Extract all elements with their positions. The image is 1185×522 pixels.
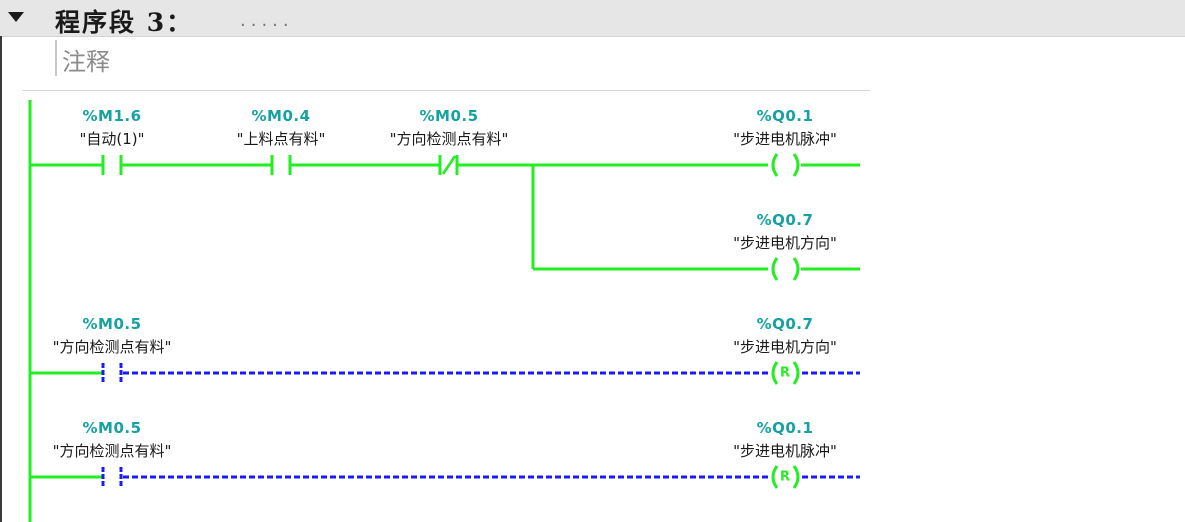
coil-address: %Q0.1 [756, 419, 814, 437]
network-title-placeholder[interactable]: ..... [240, 10, 294, 31]
collapse-triangle-icon[interactable] [8, 12, 24, 22]
contact-no-m0-5-rung2[interactable] [101, 363, 123, 383]
editor-left-border [0, 36, 2, 522]
contact-symbol: "方向检测点有料" [389, 130, 509, 148]
contact-no-m0-5-rung3[interactable] [101, 467, 123, 487]
reset-coil-label: R [779, 469, 791, 485]
network-title: 程序段 3： [55, 8, 194, 37]
contact-address: %M1.6 [82, 107, 142, 125]
reset-coil-label: R [779, 365, 791, 381]
contact-address: %M0.5 [82, 419, 142, 437]
contact-symbol: "上料点有料" [236, 130, 326, 148]
contact-no-m1-6[interactable] [101, 155, 123, 175]
coil-q0-7[interactable] [771, 257, 800, 281]
coil-symbol: "步进电机脉冲" [733, 130, 837, 148]
coil-symbol: "步进电机脉冲" [733, 442, 837, 460]
rung-3 [30, 465, 860, 489]
contact-no-m0-4[interactable] [270, 155, 292, 175]
contact-symbol: "方向检测点有料" [52, 442, 172, 460]
contact-symbol: "自动(1)" [79, 130, 145, 148]
reset-coil-q0-1[interactable] [771, 465, 800, 489]
contact-address: %M0.5 [82, 315, 142, 333]
rung-1 [30, 153, 860, 281]
contact-symbol: "方向检测点有料" [52, 338, 172, 356]
coil-address: %Q0.7 [756, 315, 814, 333]
ladder-top-separator [22, 90, 870, 91]
reset-coil-q0-7[interactable] [771, 361, 800, 385]
coil-address: %Q0.7 [756, 211, 814, 229]
contact-address: %M0.5 [419, 107, 479, 125]
coil-symbol: "步进电机方向" [733, 234, 837, 252]
contact-nc-m0-5[interactable] [438, 155, 459, 175]
rung-2 [30, 361, 860, 385]
network-comment-box[interactable]: 注释 [55, 40, 872, 76]
coil-symbol: "步进电机方向" [733, 338, 837, 356]
coil-address: %Q0.1 [756, 107, 814, 125]
coil-q0-1[interactable] [771, 153, 800, 177]
network-header [0, 0, 1185, 37]
network-comment: 注释 [62, 48, 110, 76]
contact-address: %M0.4 [251, 107, 311, 125]
